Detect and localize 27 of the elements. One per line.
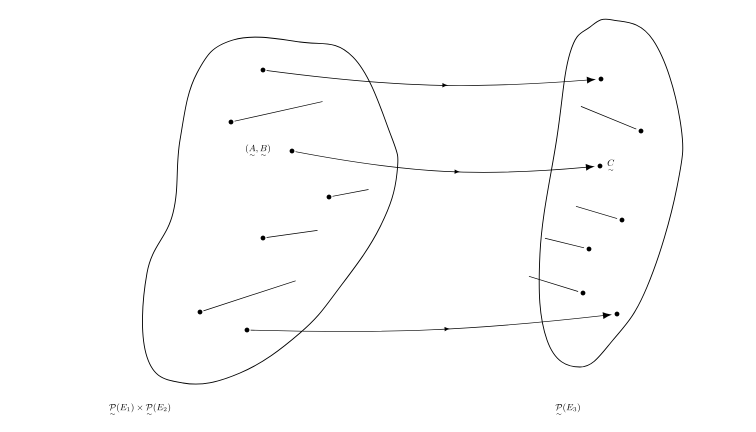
set-label: $\underset{\sim}{\mathcal{P}}(E_1)\times\underset{\sim}{\mathcal{P}}(E_2)$	[109, 403, 170, 415]
point	[598, 76, 604, 82]
point	[638, 128, 644, 134]
point	[198, 310, 202, 314]
point	[228, 120, 234, 124]
line	[203, 280, 296, 312]
point	[260, 68, 266, 72]
line	[266, 230, 318, 238]
point	[244, 328, 250, 332]
point-label: $\underset{\sim}{C}$	[608, 160, 614, 171]
point	[260, 236, 266, 240]
arrow	[266, 70, 595, 88]
line	[528, 276, 578, 292]
point-label: $(\underset{\sim}{A},\underset{\sim}{B})$	[246, 144, 270, 156]
set-label: $\underset{\sim}{\mathcal{P}}(E_3)$	[556, 403, 580, 415]
line	[234, 101, 323, 122]
point	[586, 246, 592, 252]
point	[614, 312, 620, 316]
point	[326, 194, 332, 200]
point	[620, 218, 624, 222]
arrow	[295, 151, 594, 174]
line	[544, 238, 584, 248]
line	[580, 106, 637, 130]
arrow	[250, 312, 611, 332]
point	[580, 290, 586, 296]
line	[576, 206, 618, 219]
line	[332, 189, 369, 197]
